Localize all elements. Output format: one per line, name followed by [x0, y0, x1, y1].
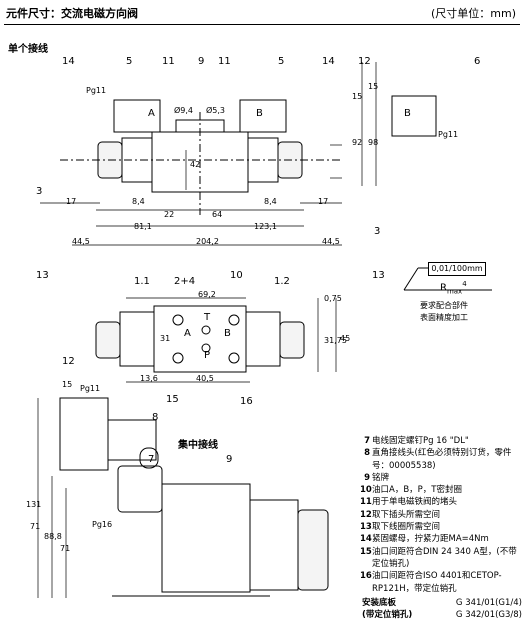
- central-wiring-view: [37, 398, 329, 598]
- dim-15-a: 15: [352, 92, 363, 101]
- dim-42: 42: [190, 160, 201, 169]
- callout-1-1: 1.1: [134, 276, 150, 287]
- callout-16: 16: [240, 396, 253, 407]
- port-a: A: [184, 328, 191, 339]
- callout-5-right: 5: [278, 56, 285, 67]
- dim-71-inner: 71: [60, 544, 71, 553]
- nameplate: [175, 119, 225, 133]
- header-rule: [4, 24, 520, 25]
- callout-9-central: 9: [226, 454, 233, 465]
- callout-11-right: 11: [218, 56, 231, 67]
- dim-44-5-left: 44,5: [72, 237, 90, 246]
- callout-3-right: 3: [374, 226, 381, 237]
- dim-0-75: 0,75: [324, 294, 342, 303]
- left-plug: [113, 99, 161, 133]
- callout-8: 8: [152, 412, 159, 423]
- callout-9: 9: [198, 56, 205, 67]
- dim-81-1: 81,1: [134, 222, 152, 231]
- port-a-top: A: [148, 108, 155, 119]
- dim-45: 45: [340, 334, 351, 343]
- top-view-valve: [60, 95, 437, 215]
- port-p: P: [204, 350, 211, 361]
- dim-5-3: Ø5,3: [206, 106, 226, 115]
- dim-64: 64: [212, 210, 223, 219]
- surface-note-1: 要求配合部件: [420, 301, 468, 310]
- dim-13-6: 13,6: [140, 374, 158, 383]
- callout-14-left: 14: [62, 56, 75, 67]
- page-title: 元件尺寸：交流电磁方向阀: [6, 7, 138, 20]
- dim-9-4: Ø9,4: [174, 106, 194, 115]
- pg11-right: Pg11: [438, 130, 459, 139]
- dim-22: 22: [164, 210, 175, 219]
- callout-15: 15: [166, 394, 179, 405]
- dim-40-5: 40,5: [196, 374, 214, 383]
- dim-31-75: 31,75: [324, 336, 347, 345]
- surface-note-2: 表面精度加工: [420, 313, 468, 322]
- callout-11-left: 11: [162, 56, 175, 67]
- dim-17-right: 17: [318, 197, 329, 206]
- dim-17-left: 17: [66, 197, 77, 206]
- dim-69-2: 69,2: [198, 290, 216, 299]
- callout-13-right: 13: [372, 270, 385, 281]
- top-dimensions: [40, 62, 377, 246]
- callout-14-right: 14: [322, 56, 335, 67]
- dim-44-5-right: 44,5: [322, 237, 340, 246]
- callout-10: 10: [230, 270, 243, 281]
- side-plug-view: [59, 397, 159, 471]
- unit-note: (尺寸单位：mm): [430, 7, 516, 20]
- callout-7: 7: [148, 454, 155, 465]
- port-b: B: [224, 328, 231, 339]
- dim-15-b: 15: [368, 82, 379, 91]
- callout-2-4: 2+4: [174, 276, 196, 287]
- right-plug: [239, 99, 287, 133]
- callout-1-2: 1.2: [274, 276, 290, 287]
- pg16-label: Pg16: [92, 520, 113, 529]
- dim-92: 92: [352, 138, 363, 147]
- dim-31: 31: [160, 334, 171, 343]
- dim-8-4-left: 8,4: [132, 197, 145, 206]
- callout-12-side: 12: [62, 356, 75, 367]
- callout-6: 6: [474, 56, 481, 67]
- plate-row-2: (带定位销孔)G 342/01(G3/8): [362, 610, 522, 621]
- dim-131: 131: [26, 500, 42, 509]
- roughness-symbol: [403, 267, 492, 291]
- port-b-side: B: [404, 108, 411, 119]
- dim-88-8: 88,8: [44, 532, 62, 541]
- dim-71-left: 71: [30, 522, 41, 531]
- single-wiring-title: 单个接线: [8, 44, 48, 55]
- port-t: T: [204, 312, 211, 323]
- pg11-top: Pg11: [86, 86, 107, 95]
- callout-3-left: 3: [36, 186, 43, 197]
- callout-5-left: 5: [126, 56, 133, 67]
- bottom-view-valve: [95, 297, 337, 383]
- callout-12-top: 12: [358, 56, 371, 67]
- roughness-label: Rmax4: [440, 280, 467, 296]
- plug-side-view: [391, 95, 437, 137]
- dim-123-1: 123,1: [254, 222, 277, 231]
- dim-98: 98: [368, 138, 379, 147]
- dim-15-side: 15: [62, 380, 73, 389]
- pg11-side: Pg11: [80, 384, 101, 393]
- port-b-top: B: [256, 108, 263, 119]
- dim-8-4-right: 8,4: [264, 197, 277, 206]
- callout-13-left: 13: [36, 270, 49, 281]
- central-wiring-title: 集中接线: [178, 440, 218, 451]
- dim-204-2: 204,2: [196, 237, 219, 246]
- flatness-tolerance-box: 0,01/100mm: [428, 262, 486, 276]
